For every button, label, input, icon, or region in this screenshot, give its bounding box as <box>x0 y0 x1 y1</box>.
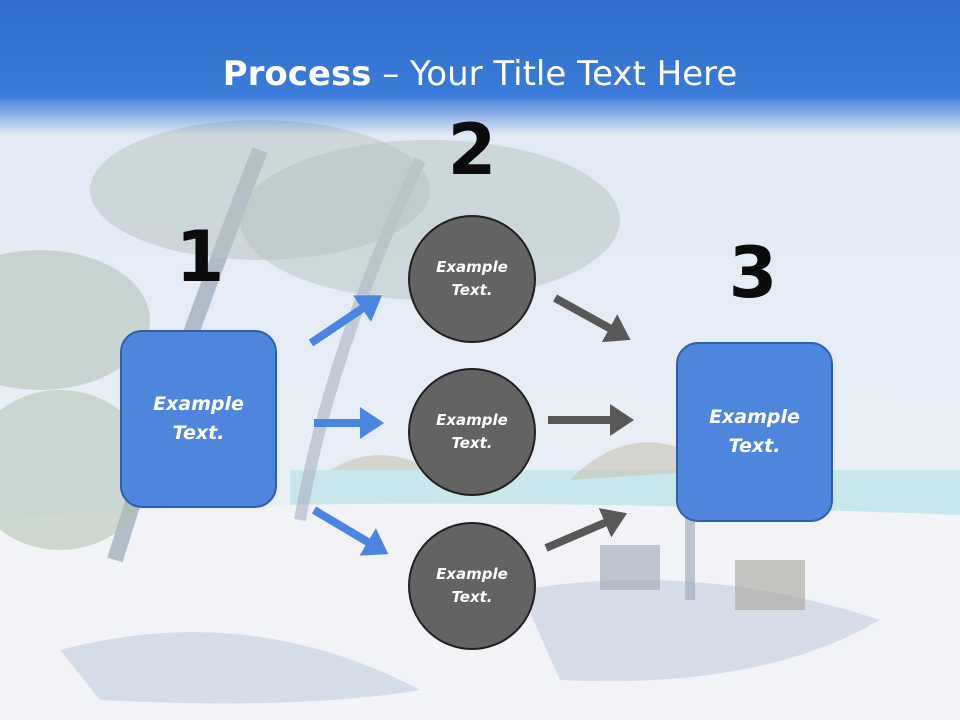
arrow-bottom-to-right <box>544 508 628 552</box>
step-number-3: 3 <box>728 232 778 314</box>
step-number-2: 2 <box>447 109 497 191</box>
title-band <box>0 0 960 135</box>
step-1-box: Example Text. <box>120 330 277 508</box>
arrow-top-to-right <box>553 294 631 343</box>
title-rest: – Your Title Text Here <box>371 54 738 94</box>
arrow-left-to-top <box>308 295 382 347</box>
circle-middle-text: Example Text. <box>436 411 508 452</box>
step-3-box: Example Text. <box>676 342 833 522</box>
step-number-1: 1 <box>175 216 225 298</box>
step-3-text: Example Text. <box>709 406 800 457</box>
circle-top-text: Example Text. <box>436 258 508 299</box>
circle-bottom-text: Example Text. <box>436 565 508 606</box>
slide-title: Process – Your Title Text Here <box>0 52 960 96</box>
step-2-circle-bottom: Example Text. <box>408 522 536 650</box>
step-1-text: Example Text. <box>153 393 244 444</box>
arrow-left-to-bottom <box>311 506 389 556</box>
step-2-circle-top: Example Text. <box>408 215 536 343</box>
step-2-circle-middle: Example Text. <box>408 368 536 496</box>
title-bold: Process <box>222 54 372 94</box>
